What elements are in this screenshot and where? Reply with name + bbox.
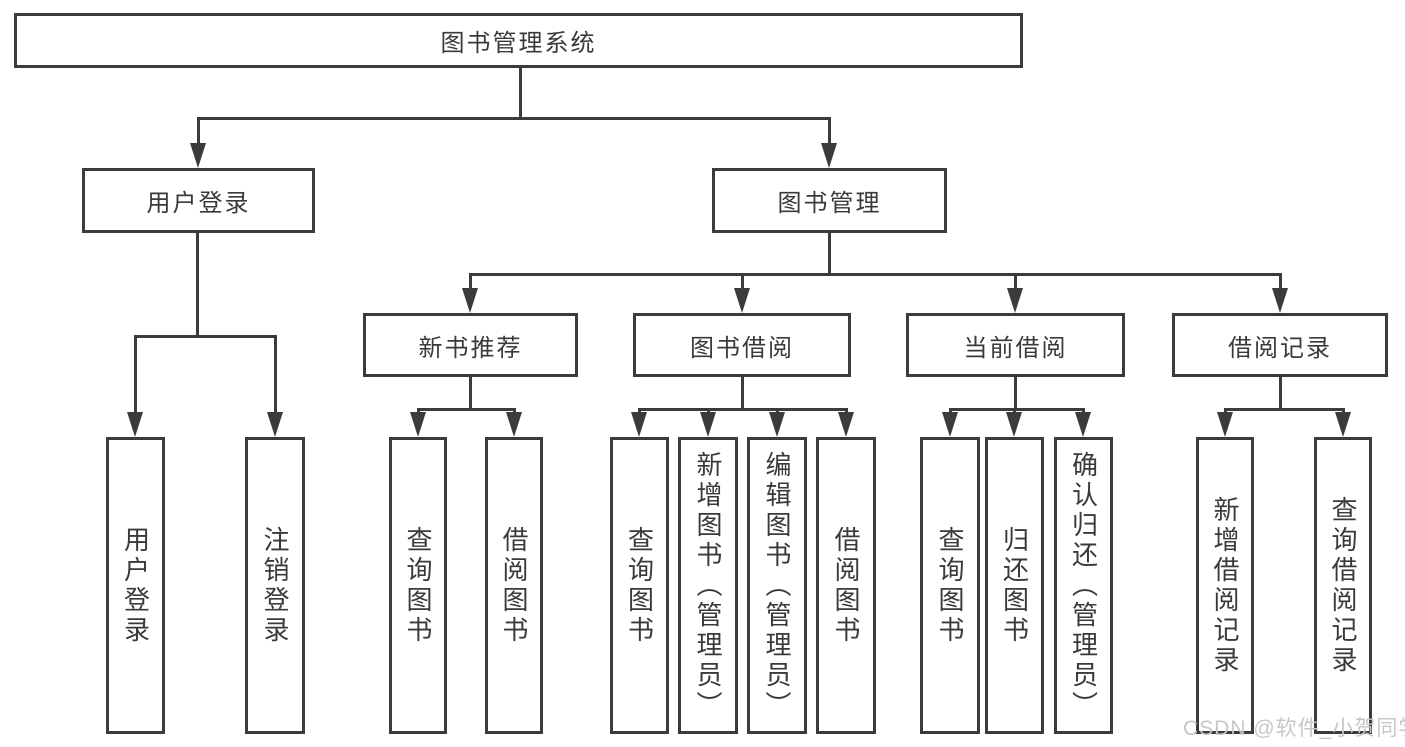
connector-line [828, 117, 831, 147]
connector-line [1224, 408, 1344, 411]
node-root-label: 图书管理系统 [440, 30, 597, 57]
node-book-borrowing: 图书借阅 [633, 313, 851, 377]
node-book-borrowing-label: 图书借阅 [690, 334, 794, 362]
leaf-add-books-admin: 新增图书（管理员） [678, 437, 738, 734]
arrowhead-down-icon [1272, 288, 1288, 313]
node-borrowing-records: 借阅记录 [1172, 313, 1388, 377]
arrowhead-down-icon [838, 412, 854, 437]
connector-line [1279, 377, 1282, 408]
connector-line [134, 335, 137, 414]
leaf-query-books-recommend-label: 查询图书 [403, 525, 433, 646]
node-new-book-recommend: 新书推荐 [363, 313, 578, 377]
connector-line [196, 233, 199, 335]
connector-line [469, 273, 1282, 276]
arrowhead-down-icon [769, 412, 785, 437]
arrowhead-down-icon [127, 412, 143, 437]
arrowhead-down-icon [1075, 412, 1091, 437]
node-current-borrowing: 当前借阅 [906, 313, 1125, 377]
leaf-borrow-books-recommend-label: 借阅图书 [499, 525, 529, 646]
connector-line [828, 233, 831, 273]
arrowhead-down-icon [462, 288, 478, 313]
leaf-confirm-return-admin: 确认归还（管理员） [1054, 437, 1113, 734]
arrowhead-down-icon [734, 288, 750, 313]
leaf-user-login: 用户登录 [106, 437, 165, 734]
arrowhead-down-icon [1007, 288, 1023, 313]
arrowhead-down-icon [1217, 412, 1233, 437]
node-current-borrowing-label: 当前借阅 [963, 334, 1068, 362]
connector-line [1279, 273, 1282, 291]
leaf-logout: 注销登录 [245, 437, 305, 734]
arrowhead-down-icon [631, 412, 647, 437]
arrowhead-down-icon [506, 412, 522, 437]
arrowhead-down-icon [821, 143, 837, 168]
node-new-book-recommend-label: 新书推荐 [418, 334, 523, 362]
connector-line [469, 377, 472, 408]
leaf-borrow-books-label: 借阅图书 [831, 525, 861, 646]
connector-line [1014, 273, 1017, 291]
connector-line [469, 273, 472, 291]
node-user-login: 用户登录 [82, 168, 315, 233]
connector-line [134, 335, 277, 338]
leaf-return-books: 归还图书 [985, 437, 1044, 734]
node-user-login-label: 用户登录 [146, 190, 251, 217]
arrowhead-down-icon [942, 412, 958, 437]
node-root: 图书管理系统 [14, 13, 1023, 68]
leaf-confirm-return-admin-label: 确认归还（管理员） [1068, 450, 1099, 721]
leaf-borrow-books: 借阅图书 [816, 437, 876, 734]
leaf-query-borrow-record: 查询借阅记录 [1314, 437, 1372, 734]
connector-line [197, 117, 831, 120]
node-borrowing-records-label: 借阅记录 [1228, 334, 1332, 362]
watermark: CSDN @软件_小贺同学 [1183, 717, 1405, 740]
arrowhead-down-icon [190, 143, 206, 168]
connector-line [197, 117, 200, 147]
node-book-management: 图书管理 [712, 168, 947, 233]
leaf-add-borrow-record: 新增借阅记录 [1196, 437, 1254, 734]
connector-line [741, 377, 744, 408]
leaf-query-borrow-record-label: 查询借阅记录 [1328, 495, 1358, 676]
arrowhead-down-icon [1006, 412, 1022, 437]
connector-line [417, 408, 515, 411]
leaf-logout-label: 注销登录 [260, 525, 290, 646]
leaf-return-books-label: 归还图书 [999, 525, 1030, 646]
connector-line [741, 273, 744, 291]
connector-line [638, 408, 847, 411]
arrowhead-down-icon [700, 412, 716, 437]
leaf-edit-books-admin-label: 编辑图书（管理员） [762, 450, 792, 721]
leaf-query-books-current-label: 查询图书 [935, 525, 965, 646]
connector-line [519, 68, 522, 117]
connector-line [1014, 377, 1017, 408]
connector-line [949, 408, 1084, 411]
node-book-management-label: 图书管理 [777, 190, 882, 217]
leaf-add-borrow-record-label: 新增借阅记录 [1210, 495, 1240, 676]
arrowhead-down-icon [267, 412, 283, 437]
arrowhead-down-icon [410, 412, 426, 437]
connector-line [274, 335, 277, 414]
leaf-query-books-borrowing-label: 查询图书 [624, 525, 655, 646]
leaf-user-login-label: 用户登录 [120, 525, 151, 646]
leaf-edit-books-admin: 编辑图书（管理员） [747, 437, 807, 734]
leaf-borrow-books-recommend: 借阅图书 [485, 437, 543, 734]
arrowhead-down-icon [1335, 412, 1351, 437]
leaf-add-books-admin-label: 新增图书（管理员） [693, 450, 723, 721]
leaf-query-books-current: 查询图书 [920, 437, 980, 734]
leaf-query-books-recommend: 查询图书 [389, 437, 447, 734]
leaf-query-books-borrowing: 查询图书 [610, 437, 669, 734]
